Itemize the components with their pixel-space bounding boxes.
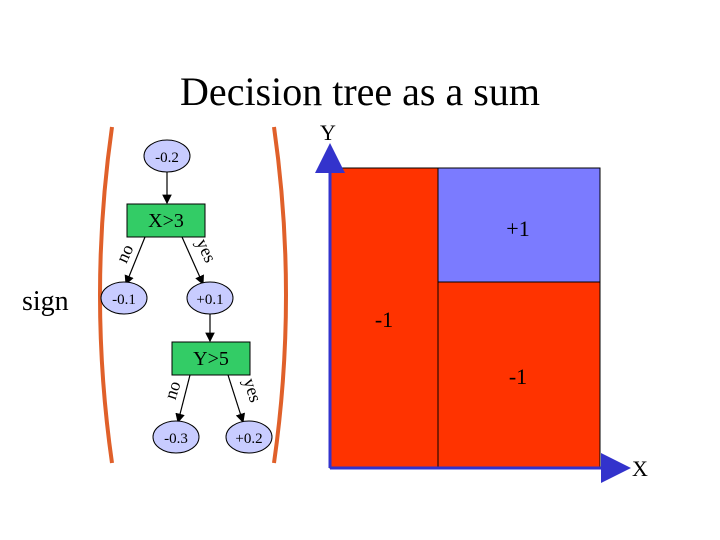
x-axis-label: X — [632, 456, 648, 481]
branch-x-no-label: no — [112, 241, 138, 266]
left-parenthesis — [98, 126, 114, 464]
split-node-x-label: X>3 — [148, 210, 184, 232]
branch-x-yes-edge — [181, 236, 204, 286]
split-node-y — [171, 341, 251, 376]
leaf-x-no — [100, 281, 148, 315]
y-axis-label: Y — [320, 120, 336, 145]
leaf-x-no-label: -0.1 — [112, 292, 136, 308]
right-parenthesis — [272, 126, 288, 464]
region-bottom-right — [437, 281, 601, 469]
region-label-minus1-left: -1 — [375, 307, 393, 332]
slide-title: Decision tree as a sum — [180, 69, 540, 114]
region-top-right — [437, 167, 601, 283]
split-node-y-label: Y>5 — [193, 348, 229, 370]
leaf-y-no-label: -0.3 — [164, 431, 188, 447]
sign-label: sign — [22, 286, 69, 317]
leaf-y-yes-label: +0.2 — [235, 431, 262, 447]
leaf-x-yes-label: +0.1 — [196, 292, 223, 308]
branch-y-yes-edge — [227, 374, 246, 424]
root-node-label: -0.2 — [155, 150, 179, 166]
region-label-minus1-right: -1 — [509, 364, 527, 389]
branch-y-no-label: no — [160, 378, 185, 401]
region-label-plus1: +1 — [506, 216, 529, 241]
branch-y-no-edge — [175, 374, 191, 424]
branch-y-yes-label: yes — [239, 376, 265, 405]
leaf-y-no — [152, 420, 200, 454]
branch-x-yes-label: yes — [192, 235, 220, 265]
leaf-y-yes — [225, 420, 273, 454]
branch-x-no-edge — [124, 236, 146, 286]
split-node-x — [126, 203, 206, 238]
